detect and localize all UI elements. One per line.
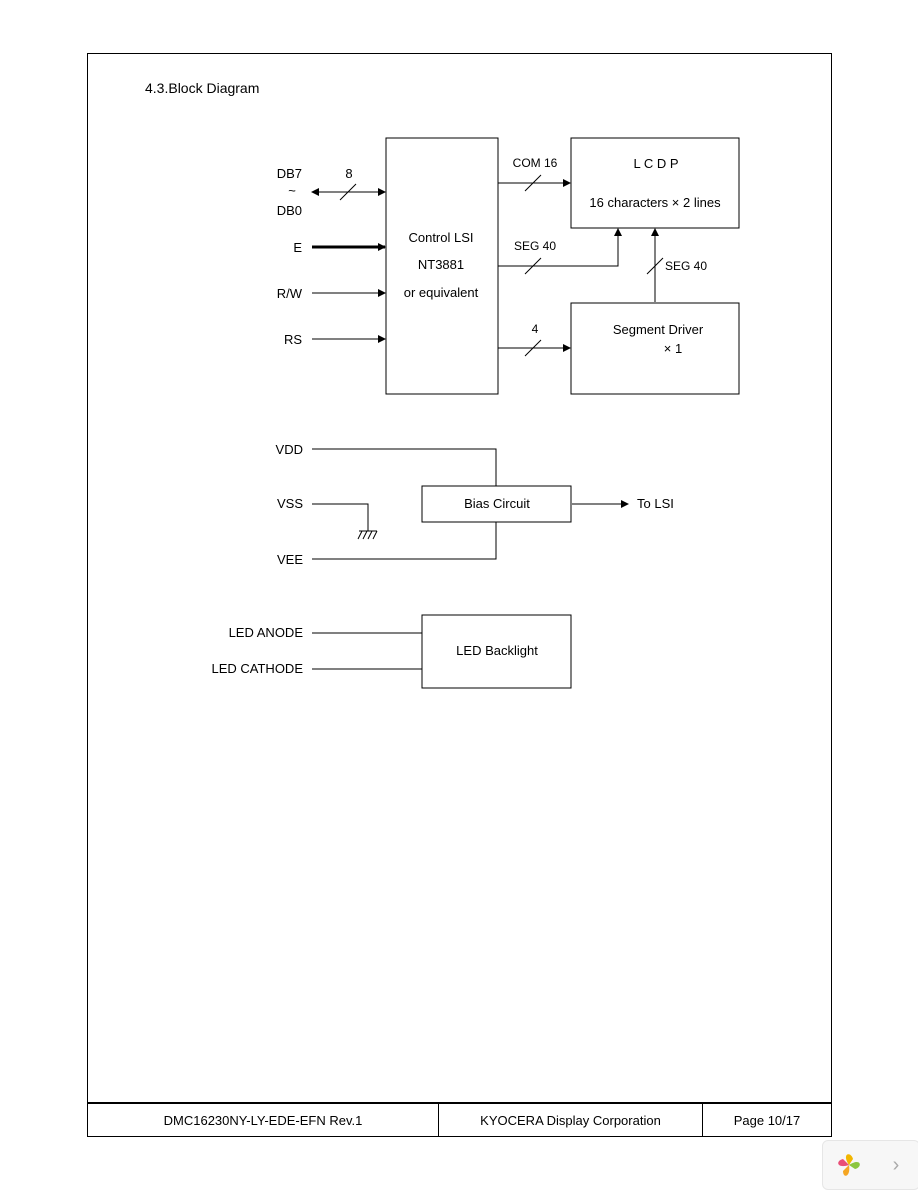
page-footer: DMC16230NY-LY-EDE-EFN Rev.1 KYOCERA Disp… xyxy=(87,1103,832,1137)
lcdp-title: L C D P xyxy=(633,156,678,171)
pinwheel-logo-icon[interactable] xyxy=(831,1147,867,1183)
lcdp-block xyxy=(570,137,740,229)
label-vss: VSS xyxy=(277,496,303,511)
label-db7: DB7 xyxy=(277,166,302,181)
com16-slash xyxy=(524,174,542,192)
label-led-cathode: LED CATHODE xyxy=(212,661,304,676)
lcdp-subtitle: 16 characters × 2 lines xyxy=(589,195,721,210)
label-vdd: VDD xyxy=(276,442,303,457)
vdd-line xyxy=(312,448,497,486)
segment-driver-label: Segment Driver xyxy=(613,322,704,337)
label-tilde: ~ xyxy=(288,183,296,198)
segment-driver-count: × 1 xyxy=(664,341,682,356)
bias-circuit-label: Bias Circuit xyxy=(464,496,530,511)
label-rw: R/W xyxy=(277,286,303,301)
led-backlight-label: LED Backlight xyxy=(456,643,538,658)
bus4-label: 4 xyxy=(532,322,539,336)
control-lsi-label: Control LSI xyxy=(408,230,473,245)
footer-company: KYOCERA Display Corporation xyxy=(439,1104,703,1136)
seg40-lsi-line xyxy=(498,228,622,267)
seg40-lsi-label: SEG 40 xyxy=(514,239,556,253)
label-e: E xyxy=(293,240,302,255)
label-vee: VEE xyxy=(277,552,303,567)
seg40-driver-slash xyxy=(646,257,664,275)
page-frame xyxy=(87,53,832,1103)
led-backlight-block xyxy=(421,614,572,689)
vss-line xyxy=(312,503,369,531)
db-bus-width: 8 xyxy=(345,166,352,181)
to-lsi-label: To LSI xyxy=(637,496,674,511)
label-db0: DB0 xyxy=(277,203,302,218)
control-lsi-chip: NT3881 xyxy=(418,257,464,272)
db-bus-slash xyxy=(339,183,357,201)
section-title: 4.3.Block Diagram xyxy=(145,80,260,96)
label-led-anode: LED ANODE xyxy=(229,625,304,640)
vee-line xyxy=(312,522,497,560)
footer-page: Page 10/17 xyxy=(733,1112,801,1128)
com16-label: COM 16 xyxy=(513,156,558,170)
bus4-slash xyxy=(524,339,542,357)
footer-model: DMC16230NY-LY-EDE-EFN Rev.1 xyxy=(88,1104,439,1136)
ground-icon xyxy=(357,530,378,540)
chevron-right-icon[interactable]: › xyxy=(892,1154,900,1176)
seg40-lsi-slash xyxy=(524,257,542,275)
viewer-nav: › xyxy=(822,1140,918,1190)
segment-driver-block xyxy=(570,302,740,395)
control-lsi-note: or equivalent xyxy=(404,285,479,300)
bias-circuit-block xyxy=(421,485,572,523)
label-rs: RS xyxy=(284,332,302,347)
seg40-driver-label: SEG 40 xyxy=(665,259,707,273)
